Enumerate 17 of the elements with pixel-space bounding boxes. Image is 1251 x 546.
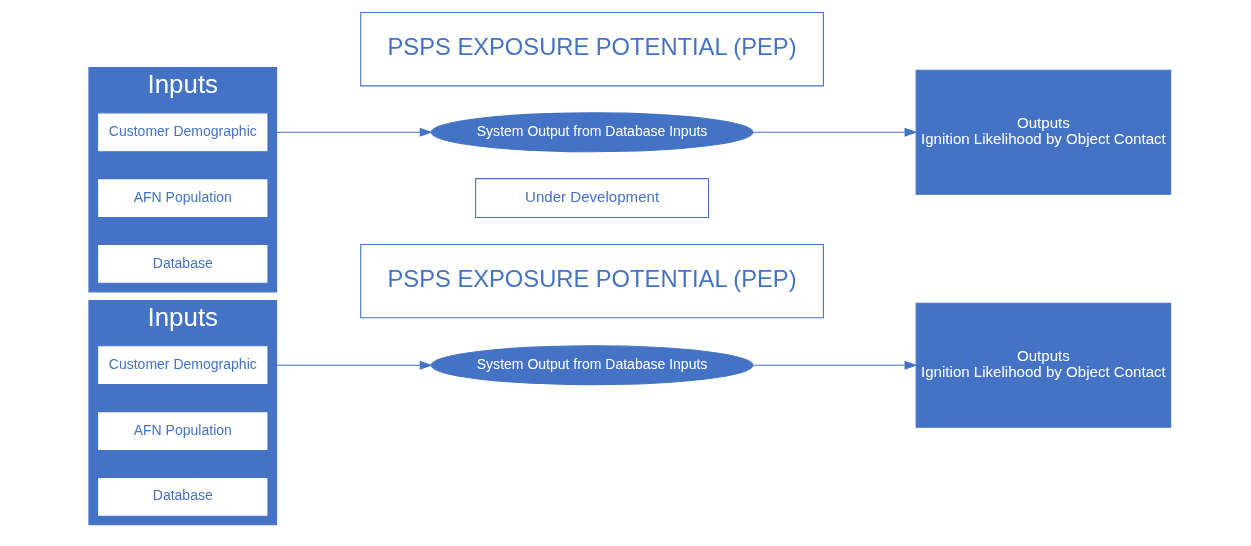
node-box: PSPS EXPOSURE POTENTIAL (PEP) xyxy=(360,12,824,87)
arrow xyxy=(752,360,918,370)
node-box: Outputs Ignition Likelihood by Object Contact xyxy=(915,69,1172,195)
node-box: AFN Population xyxy=(97,411,269,451)
node-box: Customer Demographic xyxy=(97,112,269,153)
node-box: Database xyxy=(97,476,269,517)
node-box: Customer Demographic xyxy=(97,345,269,386)
arrow xyxy=(752,127,918,137)
node-box: Under Development xyxy=(475,178,710,218)
node-box: AFN Population xyxy=(97,178,269,218)
node-ellipse: System Output from Database Inputs xyxy=(430,345,754,386)
node-box: Outputs Ignition Likelihood by Object Contact xyxy=(915,302,1172,428)
node-ellipse: System Output from Database Inputs xyxy=(430,112,754,153)
node-box: Database xyxy=(97,243,269,284)
arrow xyxy=(276,360,433,370)
arrow xyxy=(276,127,433,137)
node-box: PSPS EXPOSURE POTENTIAL (PEP) xyxy=(360,243,824,319)
